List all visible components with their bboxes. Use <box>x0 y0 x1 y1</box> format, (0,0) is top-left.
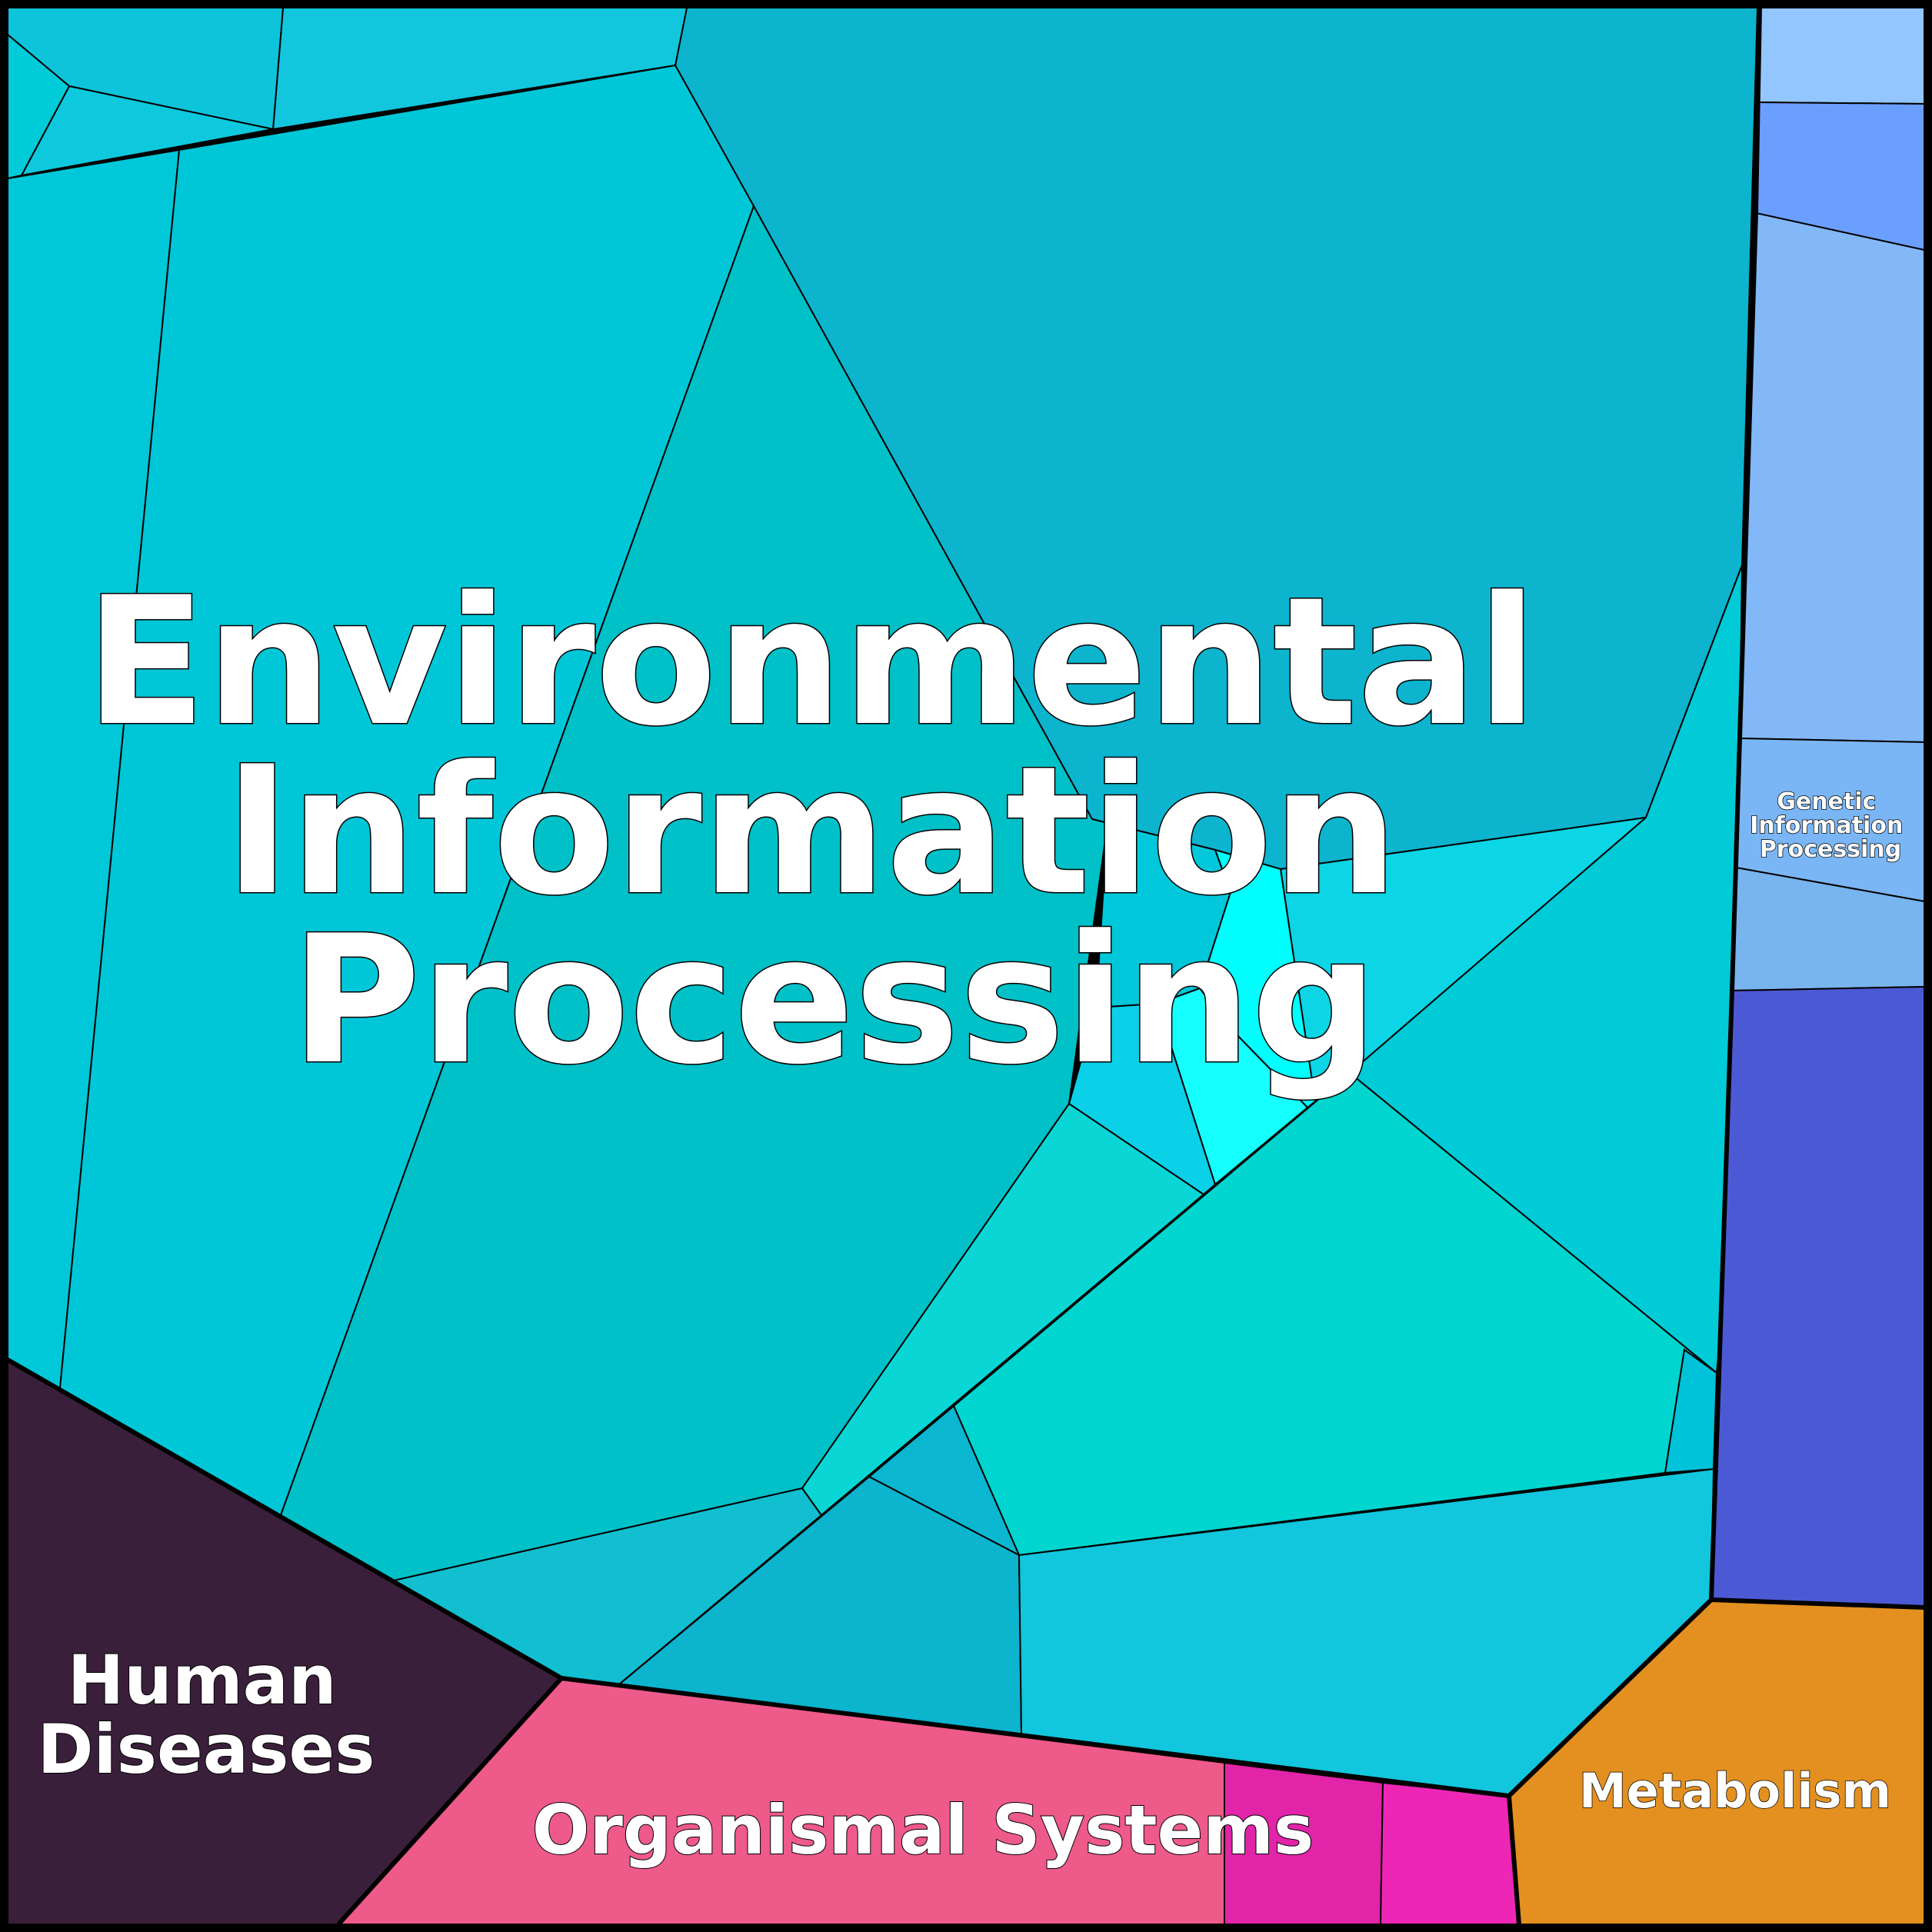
border-env-genetic <box>1709 7 1762 1601</box>
border-human-organismal <box>336 1676 564 1927</box>
cell-env[interactable] <box>1156 987 1309 1186</box>
border-env-human <box>6 1357 563 1681</box>
labels: Environmental Information Processing Gen… <box>36 559 1911 1871</box>
group-genetic <box>1710 7 1925 1609</box>
border-env-organismal <box>561 1676 1510 1798</box>
label-environmental-line-3: Processing <box>291 898 1377 1104</box>
label-human-diseases-line-2: Diseases <box>37 1710 375 1789</box>
label-environmental-line-2: Information <box>225 729 1398 934</box>
label-organismal-line-1: Organismal Systems <box>532 1790 1314 1870</box>
cell-env[interactable] <box>618 1072 1351 1685</box>
cell-organismal[interactable] <box>1379 1781 1521 1925</box>
cell-genetic[interactable] <box>1710 985 1925 1609</box>
cell-genetic[interactable] <box>1756 7 1925 105</box>
label-genetic-line-3: Processing <box>1760 836 1901 863</box>
group-environmental <box>7 7 1759 1797</box>
label-genetic: Genetic Information Processing <box>1750 788 1911 863</box>
border-metabolism <box>1507 1597 1925 1798</box>
label-environmental: Environmental Information Processing <box>85 560 1599 1104</box>
label-human-diseases-line-1: Human <box>68 1641 337 1720</box>
label-metabolism-line-1: Metabolism <box>1579 1763 1891 1819</box>
label-environmental-line-1: Environmental <box>85 560 1537 765</box>
label-metabolism: Metabolism <box>1579 1763 1891 1819</box>
label-genetic-line-1: Genetic <box>1777 788 1876 815</box>
label-genetic-line-2: Information <box>1750 812 1903 839</box>
label-organismal: Organismal Systems <box>532 1790 1314 1870</box>
group-organismal <box>336 1677 1521 1925</box>
border-organismal-metabolism <box>1507 1795 1521 1925</box>
cell-genetic[interactable] <box>1738 212 1925 744</box>
label-human-diseases: Human Diseases <box>37 1641 375 1789</box>
